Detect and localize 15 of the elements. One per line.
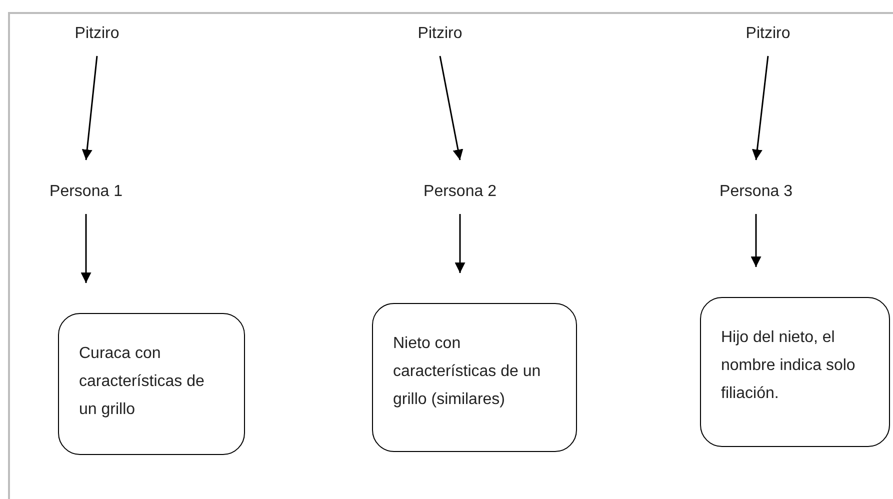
name-label: Pitziro [405, 22, 475, 46]
name-label: Persona 3 [708, 180, 804, 204]
arrow [750, 214, 762, 267]
arrow [439, 56, 464, 160]
rounded-box: Nieto con características de un grillo (similares) [372, 303, 577, 452]
name-label: Persona 1 [38, 180, 134, 204]
arrow [454, 214, 466, 273]
arrow [82, 56, 98, 160]
rounded-box: Curaca con características de un grillo [58, 313, 245, 455]
name-label: Pitziro [62, 22, 132, 46]
name-label: Persona 2 [412, 180, 508, 204]
rounded-box: Hijo del nieto, el nombre indica solo filiación. [700, 297, 890, 447]
arrow [80, 214, 92, 283]
name-label: Pitziro [733, 22, 803, 46]
arrow [752, 56, 769, 160]
